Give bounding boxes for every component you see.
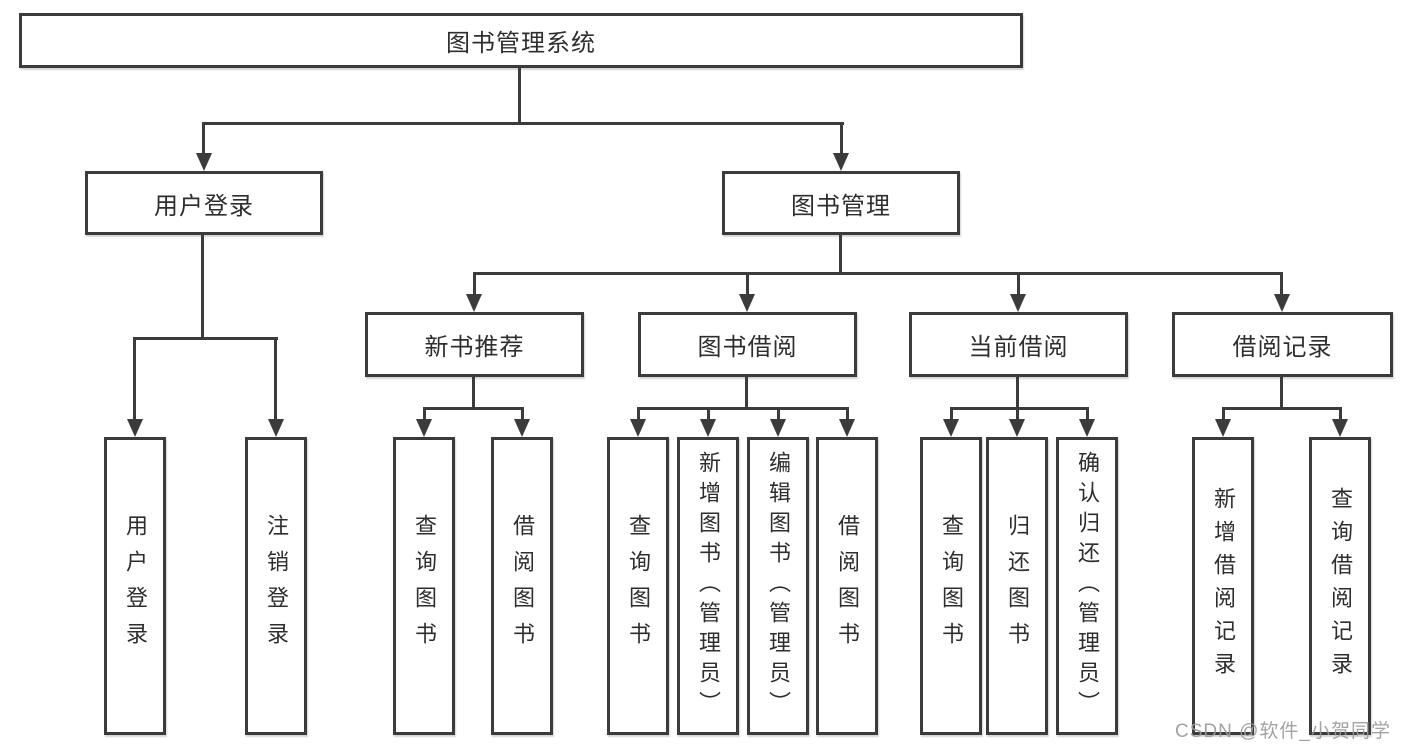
connector-line [839, 235, 842, 275]
leaf-add-book-admin-label: 新增图书（管理员） [696, 451, 721, 721]
connector-line [745, 377, 748, 409]
leaf-return-book: 归还图书 [986, 437, 1048, 735]
connector-line [133, 337, 278, 340]
connector-line [637, 407, 640, 421]
node-new-book-recommend-label: 新书推荐 [424, 334, 525, 361]
connector-line [1222, 407, 1342, 410]
arrowhead-icon [700, 419, 716, 437]
connector-line [777, 407, 780, 421]
connector-line [840, 122, 843, 155]
connector-line [1280, 377, 1283, 409]
arrowhead-icon [1332, 419, 1348, 437]
connector-line [746, 272, 749, 296]
arrowhead-icon [1009, 419, 1025, 437]
node-book-borrowing: 图书借阅 [638, 312, 857, 377]
leaf-edit-book-admin-label: 编辑图书（管理员） [766, 451, 791, 721]
connector-line [518, 68, 521, 125]
arrowhead-icon [943, 419, 959, 437]
leaf-add-book-admin: 新增图书（管理员） [677, 437, 739, 735]
leaf-query-borrow-record: 查询借阅记录 [1309, 437, 1371, 735]
leaf-query-books-borrowing: 查询图书 [607, 437, 669, 735]
arrowhead-icon [839, 419, 855, 437]
connector-line [637, 407, 849, 410]
node-root: 图书管理系统 [19, 13, 1023, 68]
leaf-add-borrow-record-label: 新增借阅记录 [1211, 487, 1236, 685]
leaf-query-books-current-label: 查询图书 [939, 514, 964, 658]
node-borrowing-records: 借阅记录 [1172, 312, 1393, 377]
connector-line [202, 122, 205, 155]
node-current-borrowing: 当前借阅 [909, 312, 1128, 377]
leaf-confirm-return-admin-label: 确认归还（管理员） [1075, 451, 1100, 721]
node-book-management: 图书管理 [722, 171, 960, 235]
arrowhead-icon [416, 419, 432, 437]
leaf-add-borrow-record: 新增借阅记录 [1192, 437, 1254, 735]
leaf-query-books-borrowing-label: 查询图书 [626, 514, 651, 658]
arrowhead-icon [196, 153, 212, 171]
connector-line [1016, 407, 1019, 421]
leaf-return-book-label: 归还图书 [1005, 514, 1030, 658]
node-user-login-label: 用户登录 [154, 192, 254, 220]
leaf-user-login: 用户登录 [104, 437, 166, 735]
leaf-confirm-return-admin: 确认归还（管理员） [1056, 437, 1118, 735]
node-current-borrowing-label: 当前借阅 [968, 334, 1069, 361]
connector-line [950, 407, 1089, 410]
leaf-user-login-label: 用户登录 [123, 514, 148, 658]
connector-line [1339, 407, 1342, 421]
arrowhead-icon [1215, 419, 1231, 437]
leaf-logout-label: 注销登录 [264, 514, 289, 658]
leaf-edit-book-admin: 编辑图书（管理员） [747, 437, 809, 735]
arrowhead-icon [466, 294, 482, 312]
arrowhead-icon [739, 294, 755, 312]
connector-line [473, 272, 476, 296]
arrowhead-icon [833, 153, 849, 171]
node-borrowing-records-label: 借阅记录 [1232, 334, 1333, 361]
connector-line [950, 407, 953, 421]
leaf-logout: 注销登录 [245, 437, 307, 735]
leaf-query-books-recommend: 查询图书 [393, 437, 455, 735]
arrowhead-icon [630, 419, 646, 437]
leaf-query-books-recommend-label: 查询图书 [412, 514, 437, 658]
node-book-management-label: 图书管理 [791, 192, 891, 220]
connector-line [423, 407, 524, 410]
connector-line [707, 407, 710, 421]
connector-line [133, 337, 136, 421]
leaf-query-books-current: 查询图书 [920, 437, 982, 735]
connector-line [274, 337, 277, 421]
connector-line [473, 272, 1283, 275]
arrowhead-icon [268, 419, 284, 437]
arrowhead-icon [1079, 419, 1095, 437]
connector-line [472, 377, 475, 409]
arrowhead-icon [770, 419, 786, 437]
arrowhead-icon [1010, 294, 1026, 312]
connector-line [1016, 377, 1019, 409]
arrowhead-icon [127, 419, 143, 437]
connector-line [1222, 407, 1225, 421]
connector-line [203, 122, 844, 125]
connector-line [423, 407, 426, 421]
node-new-book-recommend: 新书推荐 [365, 312, 584, 377]
connector-line [1017, 272, 1020, 296]
connector-line [1086, 407, 1089, 421]
leaf-query-borrow-record-label: 查询借阅记录 [1328, 487, 1353, 685]
connector-line [1280, 272, 1283, 296]
leaf-borrow-books-borrowing-label: 借阅图书 [835, 514, 860, 658]
leaf-borrow-books-recommend: 借阅图书 [491, 437, 553, 735]
arrowhead-icon [514, 419, 530, 437]
connector-line [846, 407, 849, 421]
leaf-borrow-books-borrowing: 借阅图书 [816, 437, 878, 735]
connector-line [521, 407, 524, 421]
leaf-borrow-books-recommend-label: 借阅图书 [510, 514, 535, 658]
csdn-watermark: CSDN @软件_小贺同学 [1175, 721, 1391, 742]
node-root-label: 图书管理系统 [446, 30, 596, 57]
node-book-borrowing-label: 图书借阅 [697, 334, 798, 361]
connector-line [201, 235, 204, 339]
node-user-login: 用户登录 [85, 171, 323, 235]
arrowhead-icon [1274, 294, 1290, 312]
